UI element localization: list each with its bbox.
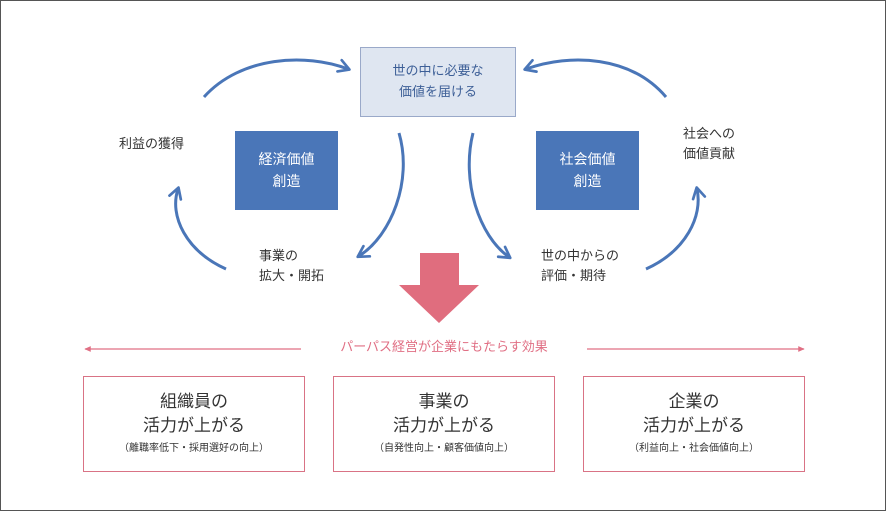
down-arrow-icon	[399, 253, 479, 323]
effect-title-line2: 活力が上がる	[393, 416, 495, 436]
effect-box-members: 組織員の 活力が上がる （離職率低下・採用選好の向上）	[83, 376, 305, 472]
effect-subtitle: （離職率低下・採用選好の向上）	[119, 443, 269, 454]
arrow-evaluation-to-social	[645, 186, 707, 271]
effect-box-company: 企業の 活力が上がる （利益向上・社会価値向上）	[583, 376, 805, 472]
business-label: 事業の 拡大・開拓	[259, 247, 324, 287]
effects-banner: パーパス経営が企業にもたらす効果	[307, 338, 581, 358]
arrow-business-to-profit	[168, 186, 227, 271]
effect-title-line1: 事業の	[418, 392, 470, 412]
evaluation-line1: 世の中からの	[541, 249, 620, 264]
center-value-line2: 価値を届ける	[398, 85, 477, 100]
effect-title-line1: 組織員の	[160, 392, 228, 412]
business-label-line2: 拡大・開拓	[259, 269, 325, 284]
effect-subtitle: （自発性向上・顧客価値向上）	[374, 443, 514, 454]
effect-box-business: 事業の 活力が上がる （自発性向上・顧客価値向上）	[333, 376, 555, 472]
business-label-line1: 事業の	[259, 249, 299, 264]
effect-title-line2: 活力が上がる	[143, 416, 245, 436]
evaluation-label: 世の中からの 評価・期待	[541, 247, 619, 287]
arrow-center-to-evaluation	[467, 132, 512, 260]
social-contribution-line2: 価値貢献	[683, 147, 736, 162]
arrow-center-to-business	[356, 132, 405, 259]
profit-label: 利益の獲得	[119, 137, 185, 152]
effect-subtitle: （利益向上・社会価値向上）	[629, 443, 759, 454]
effect-title-line1: 企業の	[668, 392, 720, 412]
arrow-profit-to-center	[202, 58, 351, 99]
social-value-line2: 創造	[573, 173, 602, 190]
effect-title-line2: 活力が上がる	[643, 416, 745, 436]
arrow-social-to-center	[523, 58, 668, 98]
social-value-line1: 社会価値	[559, 151, 616, 168]
center-value-line1: 世の中に必要な	[392, 64, 484, 79]
social-contribution-label: 社会への 価値貢献	[683, 125, 735, 165]
evaluation-line2: 評価・期待	[541, 269, 607, 284]
social-value-box: 社会価値 創造	[536, 131, 639, 210]
social-contribution-line1: 社会への	[683, 127, 736, 142]
center-value-box: 世の中に必要な 価値を届ける	[360, 47, 516, 117]
economic-value-line2: 創造	[272, 173, 301, 190]
economic-value-line1: 経済価値	[258, 151, 315, 168]
economic-value-box: 経済価値 創造	[235, 131, 338, 210]
